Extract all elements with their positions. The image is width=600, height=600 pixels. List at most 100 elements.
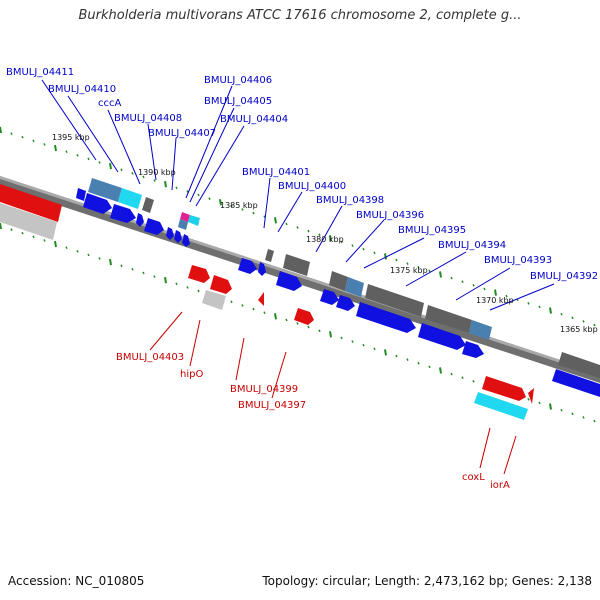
tick-mark xyxy=(571,316,574,320)
feature-forward-8[interactable] xyxy=(182,234,190,247)
tick-mark xyxy=(54,240,57,248)
feature-lightgray-hipO[interactable] xyxy=(202,290,226,310)
feature-forward-small-2[interactable] xyxy=(258,262,266,276)
gene-label-04404[interactable]: BMULJ_04404 xyxy=(220,114,288,125)
feature-cyan-iorA[interactable] xyxy=(474,392,528,420)
feature-reverse-04399[interactable] xyxy=(258,292,264,306)
gene-label-04410[interactable]: BMULJ_04410 xyxy=(48,84,116,95)
feature-forward-1[interactable] xyxy=(76,188,86,201)
tick-mark xyxy=(340,336,343,340)
feature-forward-r3[interactable] xyxy=(356,302,416,333)
gene-label-04392[interactable]: BMULJ_04392 xyxy=(530,271,598,282)
tick-mark xyxy=(87,157,90,161)
feature-forward-far-right[interactable] xyxy=(552,369,600,397)
gene-label-hipO[interactable]: hipO xyxy=(180,369,203,380)
feature-forward-3[interactable] xyxy=(110,204,136,223)
tick-mark xyxy=(307,229,310,233)
feature-forward-04401[interactable] xyxy=(238,258,257,274)
tick-mark xyxy=(219,199,222,206)
tick-mark xyxy=(549,307,552,314)
feature-forward-2[interactable] xyxy=(83,193,112,214)
tick-mark xyxy=(538,305,541,309)
tick-mark xyxy=(395,258,398,262)
feature-magenta[interactable] xyxy=(180,212,190,222)
gene-label-04394[interactable]: BMULJ_04394 xyxy=(438,240,506,251)
tick-mark xyxy=(384,349,387,356)
tick-mark xyxy=(329,331,332,338)
tick-mark xyxy=(362,343,365,347)
gene-label-04406[interactable]: BMULJ_04406 xyxy=(204,75,272,86)
tick-mark xyxy=(131,172,134,175)
tick-mark xyxy=(32,139,35,143)
feature-steelblue-04392[interactable] xyxy=(469,320,492,340)
feature-gray-04396[interactable] xyxy=(329,271,348,291)
gene-label-04405[interactable]: BMULJ_04405 xyxy=(204,96,272,107)
kbp-1385: 1385 kbp xyxy=(220,201,258,210)
gene-label-04407[interactable]: BMULJ_04407 xyxy=(148,128,216,139)
tick-mark xyxy=(461,280,464,284)
feature-lightgray-left[interactable] xyxy=(0,203,57,240)
feature-forward-4[interactable] xyxy=(136,213,144,227)
feature-reverse-coxL[interactable] xyxy=(482,376,526,401)
feature-gray-04408[interactable] xyxy=(142,197,154,213)
gene-label-04399[interactable]: BMULJ_04399 xyxy=(230,384,298,395)
tick-mark xyxy=(109,258,112,266)
tick-mark xyxy=(98,257,101,260)
feature-forward-6[interactable] xyxy=(166,227,174,240)
tick-mark xyxy=(208,197,211,200)
feature-gray-04393[interactable] xyxy=(425,305,472,333)
feature-steelblue-04395[interactable] xyxy=(345,277,364,297)
feature-reverse-04397[interactable] xyxy=(294,308,314,325)
feature-steel-small[interactable] xyxy=(178,219,188,230)
gene-label-04396[interactable]: BMULJ_04396 xyxy=(356,210,424,221)
feature-steelblue-1[interactable] xyxy=(88,178,122,202)
tick-mark xyxy=(439,271,442,278)
gene-label-04395[interactable]: BMULJ_04395 xyxy=(398,225,466,236)
feature-forward-7[interactable] xyxy=(174,230,182,243)
feature-cyan-cccA[interactable] xyxy=(118,188,142,209)
gene-label-04400[interactable]: BMULJ_04400 xyxy=(278,181,346,192)
tick-mark xyxy=(186,286,189,289)
tick-mark xyxy=(0,126,2,134)
feature-forward-r1[interactable] xyxy=(320,289,339,305)
gene-label-04398[interactable]: BMULJ_04398 xyxy=(316,195,384,206)
gene-label-cccA[interactable]: cccA xyxy=(98,98,121,109)
feature-gray-04398[interactable] xyxy=(283,254,310,276)
tick-mark xyxy=(505,294,508,298)
gene-label-04408[interactable]: BMULJ_04408 xyxy=(114,113,182,124)
tick-mark xyxy=(439,367,442,374)
gene-label-04411[interactable]: BMULJ_04411 xyxy=(6,67,74,78)
feature-cyan-small[interactable] xyxy=(188,215,200,226)
feature-gray-04400[interactable] xyxy=(265,249,274,262)
tick-mark xyxy=(593,419,596,423)
feature-forward-5[interactable] xyxy=(144,218,164,235)
kbp-1390: 1390 kbp xyxy=(138,168,176,177)
gene-label-coxL[interactable]: coxL xyxy=(462,472,485,483)
gene-label-04401[interactable]: BMULJ_04401 xyxy=(242,167,310,178)
gene-label-04403[interactable]: BMULJ_04403 xyxy=(116,352,184,363)
tick-mark xyxy=(406,358,409,361)
gene-label-04397[interactable]: BMULJ_04397 xyxy=(238,400,306,411)
tick-mark xyxy=(263,311,266,315)
feature-forward-r2[interactable] xyxy=(336,295,355,311)
tick-mark xyxy=(527,302,530,305)
map-title: Burkholderia multivorans ATCC 17616 chro… xyxy=(78,8,522,23)
feature-forward-r4[interactable] xyxy=(418,323,466,350)
feature-reverse-04403a[interactable] xyxy=(188,265,210,283)
tick-mark xyxy=(450,372,453,376)
feature-gray-far-right[interactable] xyxy=(558,352,600,378)
feature-reverse-small[interactable] xyxy=(528,388,534,404)
gene-label-04393[interactable]: BMULJ_04393 xyxy=(484,255,552,266)
tick-mark xyxy=(483,287,486,291)
tick-mark xyxy=(395,354,398,358)
feature-gray-04394[interactable] xyxy=(365,284,424,317)
feature-reverse-left[interactable] xyxy=(0,184,62,222)
feature-forward-r5[interactable] xyxy=(462,341,484,358)
tick-mark xyxy=(186,190,189,193)
tick-mark xyxy=(241,304,244,307)
feature-forward-04398[interactable] xyxy=(276,271,302,291)
tick-mark xyxy=(494,289,497,296)
kbp-labels: 1395 kbp 1390 kbp 1385 kbp 1380 kbp 1375… xyxy=(52,133,598,334)
gene-label-iorA[interactable]: iorA xyxy=(490,480,510,491)
feature-reverse-04403b[interactable] xyxy=(210,275,232,294)
